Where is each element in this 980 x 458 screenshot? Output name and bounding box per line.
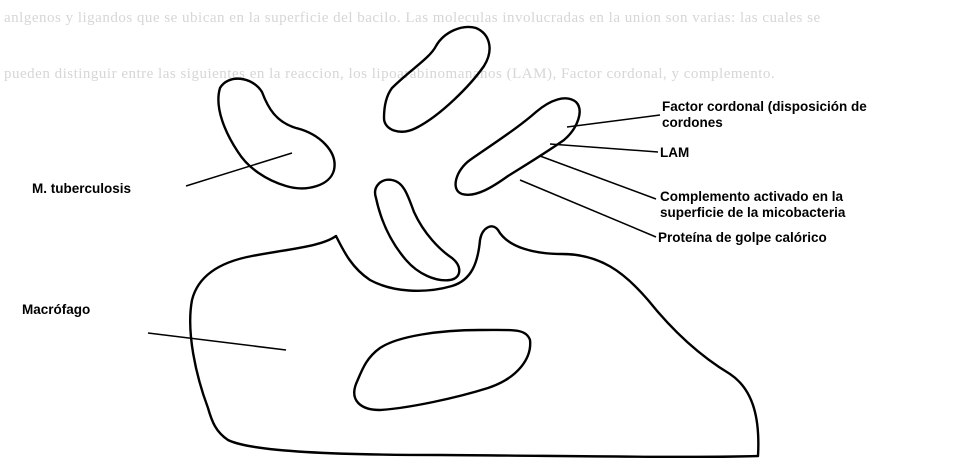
label-m-tuberculosis: M. tuberculosis — [32, 181, 131, 197]
bacillus-left — [218, 79, 334, 189]
label-factor-cordonal-line-2: cordones — [662, 115, 867, 131]
label-complemento-line-2: superficie de la micobacteria — [660, 205, 845, 221]
leader-m-tuberculosis — [186, 153, 292, 186]
label-lam: LAM — [660, 145, 689, 161]
label-macrofago: Macrófago — [22, 302, 90, 318]
label-proteina: Proteína de golpe calórico — [658, 230, 827, 246]
label-factor-cordonal: Factor cordonal (disposición de cordones — [662, 99, 867, 131]
leader-lam — [550, 144, 658, 152]
leader-factor-cordonal — [567, 115, 660, 127]
leader-proteina — [520, 180, 656, 237]
bacillus-center — [375, 180, 459, 281]
bacillus-top — [384, 27, 490, 132]
label-complemento-line-1: Complemento activado en la — [660, 189, 845, 205]
leader-macrofago — [148, 333, 286, 350]
bacillus-right — [456, 98, 580, 194]
label-factor-cordonal-line-1: Factor cordonal (disposición de — [662, 99, 867, 115]
label-complemento: Complemento activado en la superficie de… — [660, 189, 845, 221]
leader-complemento — [540, 156, 656, 199]
macrophage-nucleus — [354, 330, 530, 410]
macrophage-outline — [190, 226, 758, 456]
